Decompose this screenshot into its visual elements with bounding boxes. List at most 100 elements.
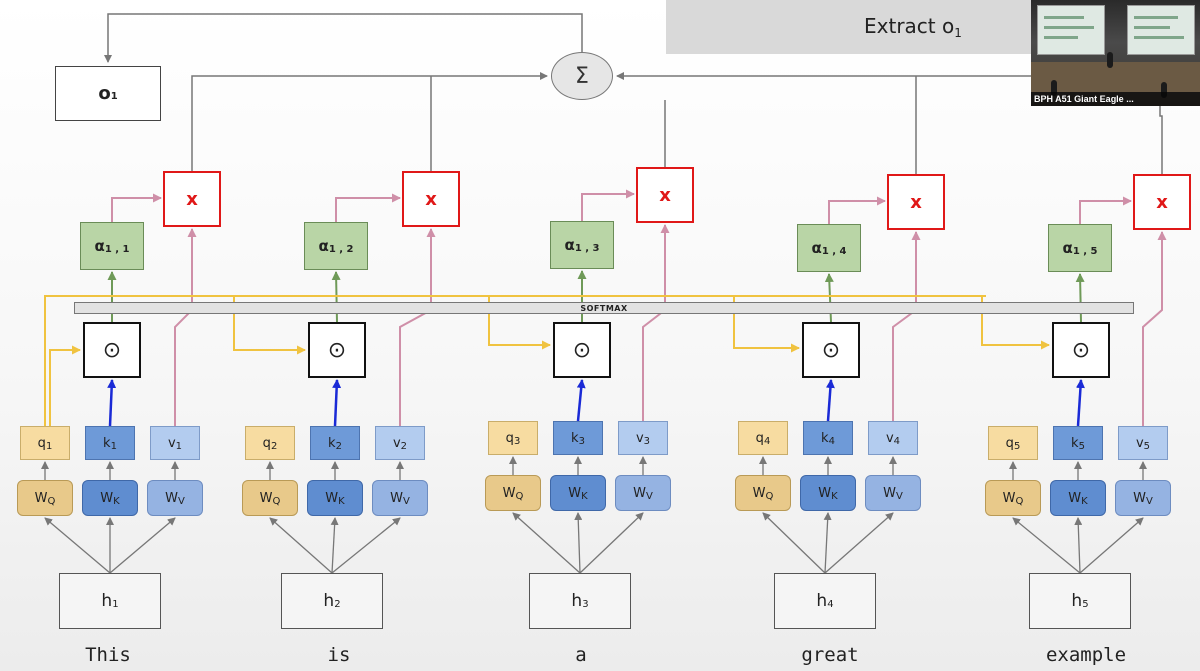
multiply-node-3: x	[636, 167, 694, 223]
query-to-dot-1	[49, 345, 81, 426]
value-to-mult-wire-3	[642, 224, 670, 421]
dot-product-node-3: ⊙	[553, 322, 611, 378]
h1-to-w-wire-0	[44, 517, 111, 574]
h3-to-w-wire-0	[512, 512, 581, 574]
dot-product-node-1: ⊙	[83, 322, 141, 378]
mult5-to-sum-wire	[616, 72, 1163, 174]
dot-to-alpha-wire-4	[824, 273, 834, 323]
key-to-dot-wire-5	[1075, 379, 1085, 427]
alpha-to-mult-wire-4	[828, 196, 886, 224]
video-thumbnail[interactable]: BPH A51 Giant Eagle ...	[1031, 0, 1200, 106]
multiply-node-5: x	[1133, 174, 1191, 230]
alpha-to-mult-wire-5	[1079, 196, 1132, 224]
dot-product-node-5: ⊙	[1052, 322, 1110, 378]
alpha-to-mult-wire-3	[581, 189, 635, 221]
lecture-screen-right	[1127, 5, 1195, 55]
h2-to-w-wire-0	[269, 517, 333, 574]
lecture-hall-floor	[1031, 62, 1200, 92]
mult1-to-sum-wire	[191, 72, 548, 171]
audience-figure	[1051, 80, 1057, 96]
query-broadcast-bus	[44, 295, 986, 426]
value-to-mult-wire-1	[174, 228, 197, 426]
value-to-mult-wire-5	[1142, 231, 1167, 426]
query-to-dot-2	[233, 296, 306, 355]
input-word-5: example	[1045, 644, 1127, 666]
key-to-dot-wire-2	[332, 379, 342, 427]
h3-to-w-wire-1	[574, 512, 583, 574]
h5-to-w-wire-0	[1012, 517, 1081, 574]
h2-to-w-wire-2	[331, 517, 401, 574]
lecture-screen-left	[1037, 5, 1105, 55]
h4-to-w-wire-0	[762, 512, 826, 574]
presenter-figure	[1107, 52, 1113, 68]
video-caption: BPH A51 Giant Eagle ...	[1031, 92, 1200, 106]
input-word-4: great	[801, 644, 859, 666]
h3-to-w-wire-2	[579, 512, 644, 574]
key-to-dot-wire-1	[107, 379, 117, 427]
alpha-to-mult-wire-1	[111, 193, 162, 222]
alpha-to-mult-wire-2	[335, 193, 401, 222]
dot-to-alpha-wire-5	[1075, 273, 1085, 323]
multiply-node-2: x	[402, 171, 460, 227]
h2-to-w-wire-1	[330, 517, 339, 574]
sum-to-output-wire	[104, 13, 583, 63]
audience-figure	[1161, 82, 1167, 98]
sum-node: Σ	[551, 52, 613, 100]
input-word-1: This	[85, 644, 131, 666]
h4-to-w-wire-1	[823, 512, 832, 574]
multiply-node-4: x	[887, 174, 945, 230]
input-word-2: is	[327, 644, 351, 666]
h1-to-w-wire-2	[109, 517, 176, 574]
h5-to-w-wire-2	[1079, 517, 1144, 574]
value-to-mult-wire-4	[892, 231, 921, 421]
page-title: Extract o1	[864, 14, 962, 40]
softmax-bar: SOFTMAX	[74, 302, 1134, 314]
key-to-dot-wire-4	[825, 379, 835, 422]
value-to-mult-wire-2	[399, 228, 436, 426]
input-word-3: a	[575, 644, 587, 666]
dot-product-node-2: ⊙	[308, 322, 366, 378]
multiply-node-1: x	[163, 171, 221, 227]
dot-product-node-4: ⊙	[802, 322, 860, 378]
h5-to-w-wire-1	[1074, 517, 1083, 574]
